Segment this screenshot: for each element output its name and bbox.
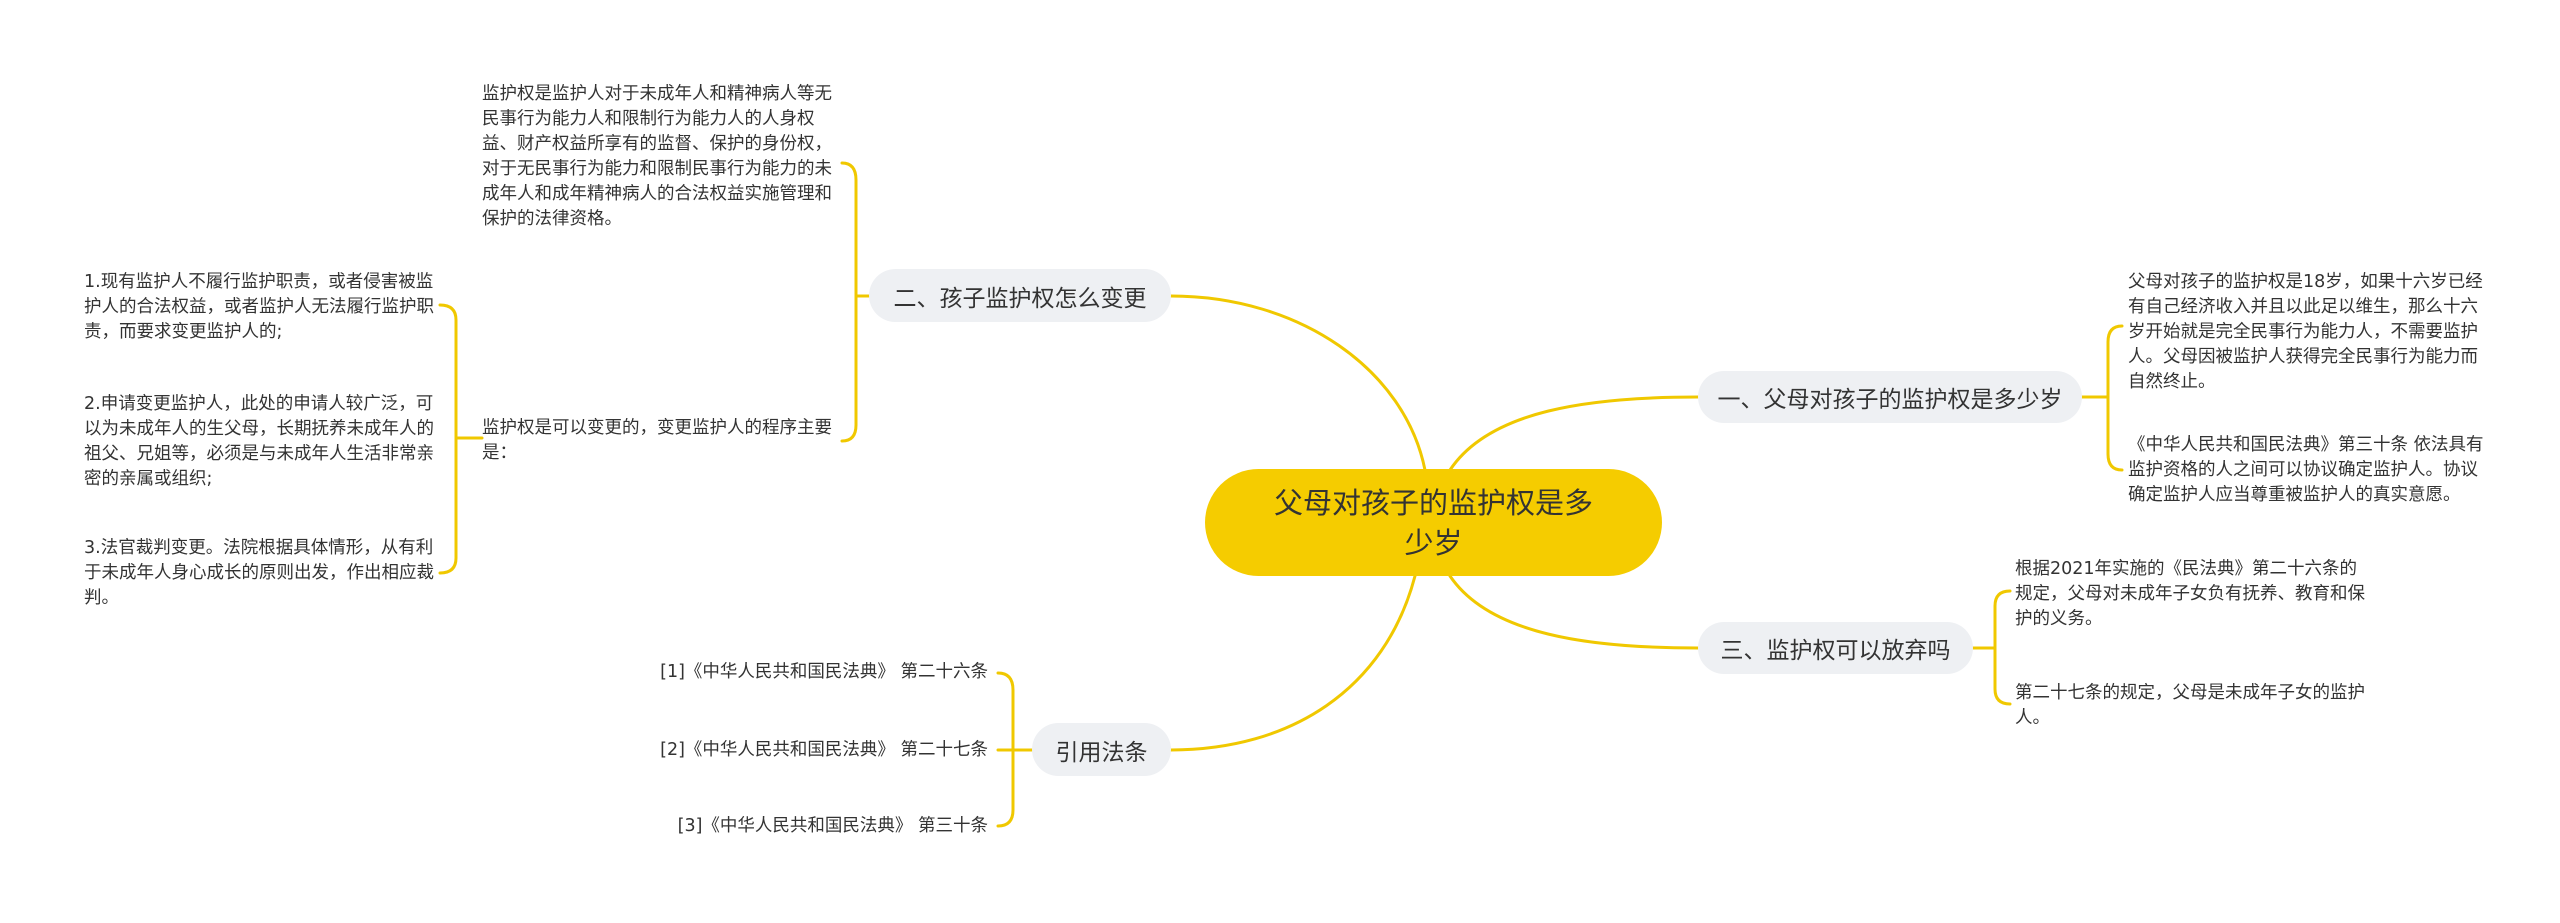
central-topic-label: 父母对孩子的监护权是多少岁 [1273, 485, 1593, 560]
leaf-age-18[interactable]: 父母对孩子的监护权是18岁，如果十六岁已经有自己经济收入并且以此足以维生，那么十… [2128, 272, 2483, 392]
bracket-branch-3 [1971, 589, 2012, 706]
branch-guardianship-age[interactable]: 一、父母对孩子的监护权是多少岁 [1698, 371, 2082, 423]
link-center-branch-1 [1448, 395, 1700, 472]
citation-1[interactable]: [1]《中华人民共和国民法典》 第二十六条 [660, 662, 988, 682]
branch-abandon-guardianship[interactable]: 三、监护权可以放弃吗 [1698, 622, 1973, 674]
branch-label: 引用法条 [1055, 739, 1148, 766]
link-center-branch-2 [1169, 294, 1427, 472]
bracket-branch-1 [2080, 324, 2124, 472]
leaf-art26[interactable]: 根据2021年实施的《民法典》第二十六条的规定，父母对未成年子女负有抚养、教育和… [2015, 559, 2365, 629]
link-center-branch-cite [1169, 574, 1417, 752]
bracket-branch-2 [840, 161, 871, 443]
leaf-procedure-1[interactable]: 1.现有监护人不履行监护职责，或者侵害被监护人的合法权益，或者监护人无法履行监护… [84, 272, 434, 342]
bracket-citations [996, 671, 1034, 828]
branch-cited-laws[interactable]: 引用法条 [1032, 723, 1171, 776]
leaf-guardianship-definition[interactable]: 监护权是监护人对于未成年人和精神病人等无民事行为能力人和限制行为能力人的人身权益… [482, 84, 832, 229]
branch-label: 二、孩子监护权怎么变更 [893, 285, 1147, 312]
central-topic[interactable]: 父母对孩子的监护权是多少岁 [1205, 469, 1662, 576]
leaf-procedure-3[interactable]: 3.法官裁判变更。法院根据具体情形，从有利于未成年人身心成长的原则出发，作出相应… [84, 538, 434, 608]
branch-label: 三、监护权可以放弃吗 [1720, 638, 1951, 664]
leaf-civil-code-art30[interactable]: 《中华人民共和国民法典》第三十条 依法具有监护资格的人之间可以协议确定监护人。协… [2128, 435, 2484, 505]
citation-2[interactable]: [2]《中华人民共和国民法典》 第二十七条 [660, 740, 988, 760]
bracket-change-procedure [438, 303, 484, 575]
leaf-procedure-2[interactable]: 2.申请变更监护人，此处的申请人较广泛，可以为未成年人的生父母，长期抚养未成年人… [84, 394, 434, 489]
branch-change-guardianship[interactable]: 二、孩子监护权怎么变更 [869, 269, 1171, 322]
citation-3[interactable]: [3]《中华人民共和国民法典》 第三十条 [677, 816, 988, 836]
leaf-art27[interactable]: 第二十七条的规定，父母是未成年子女的监护人。 [2015, 683, 2365, 728]
branch-label: 一、父母对孩子的监护权是多少岁 [1717, 387, 2063, 413]
leaf-change-procedure[interactable]: 监护权是可以变更的，变更监护人的程序主要是： [482, 418, 832, 463]
link-center-branch-3 [1448, 574, 1700, 650]
